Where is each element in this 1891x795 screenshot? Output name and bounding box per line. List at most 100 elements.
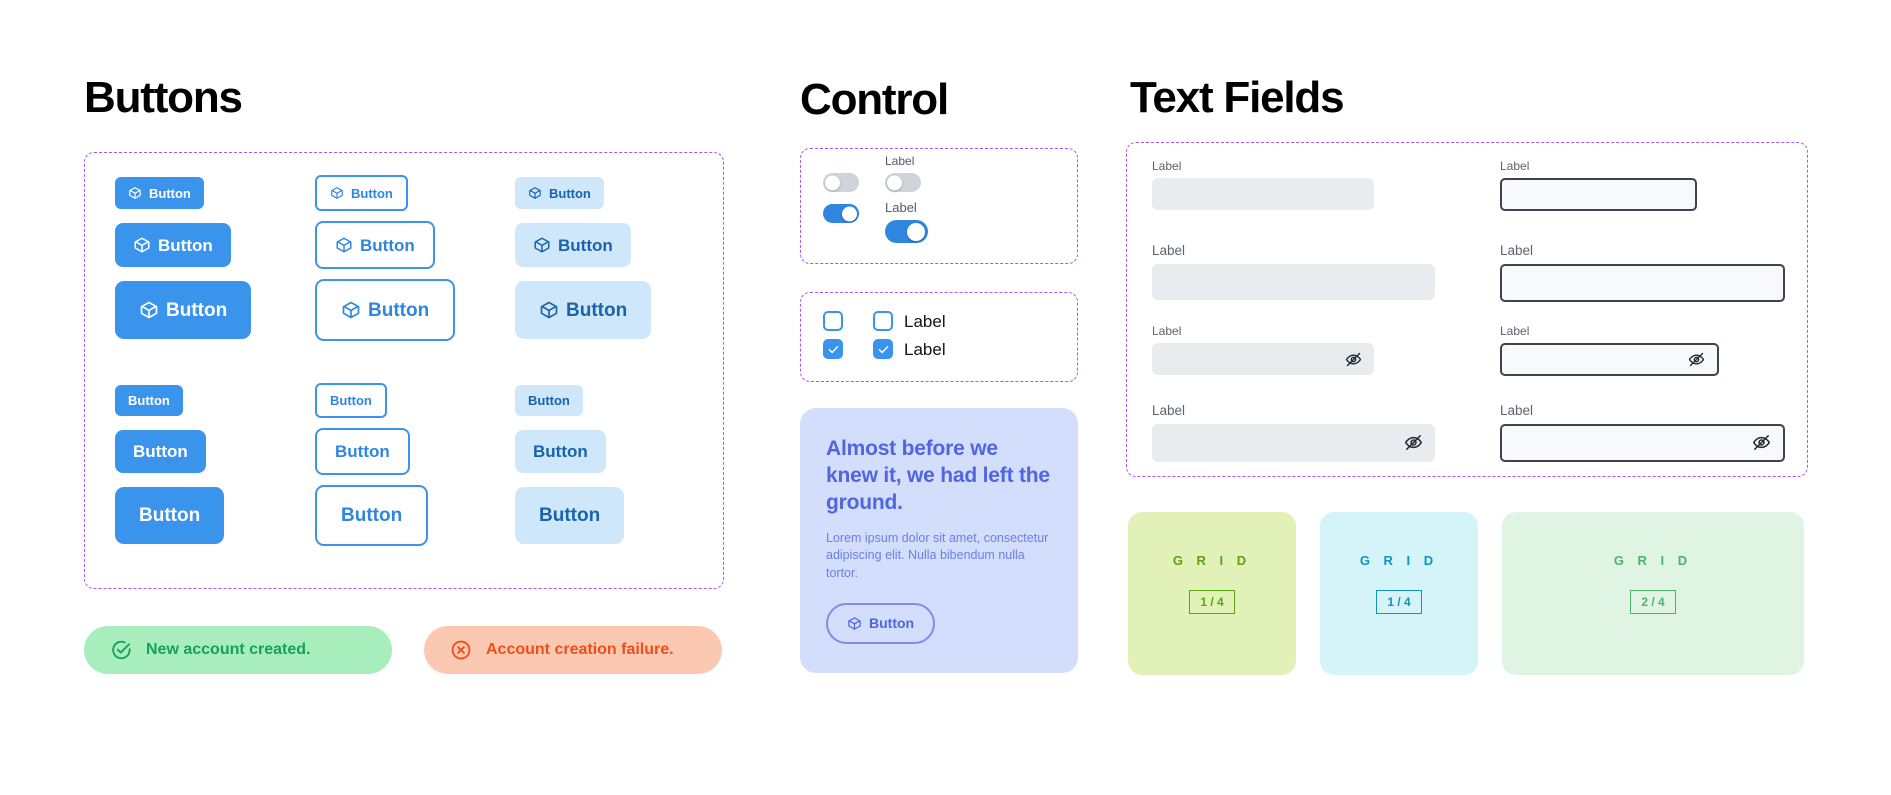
- text-field-5: Label: [1500, 160, 1697, 211]
- button-soft-large-icon[interactable]: Button: [515, 281, 652, 339]
- text-field-input[interactable]: [1152, 178, 1374, 210]
- grid-fraction: 1 / 4: [1189, 590, 1235, 614]
- checkbox-unchecked[interactable]: [823, 311, 843, 331]
- button-outline-large[interactable]: Button: [315, 485, 429, 546]
- cell: Button: [515, 430, 695, 473]
- text-field-input[interactable]: [1500, 178, 1697, 211]
- cell: Button: [315, 221, 515, 269]
- text-field-7: Label: [1500, 325, 1719, 376]
- cube-icon: [128, 186, 142, 200]
- check-circle-icon: [110, 639, 132, 661]
- toggle-knob: [825, 175, 840, 190]
- button-outline-small-icon[interactable]: Button: [315, 175, 408, 211]
- grid-card-3: G R I D 2 / 4: [1502, 512, 1804, 675]
- cube-icon: [139, 300, 159, 320]
- button-label: Button: [566, 299, 628, 321]
- text-field-label: Label: [1500, 243, 1534, 258]
- text-field-input[interactable]: [1500, 263, 1785, 302]
- checkbox-row: [823, 339, 843, 359]
- eye-off-icon[interactable]: [1752, 433, 1771, 452]
- button-soft-small-icon[interactable]: Button: [515, 177, 604, 209]
- toggles-frame: Label Label: [800, 148, 1078, 264]
- button-soft-large[interactable]: Button: [515, 487, 625, 544]
- checkbox-row[interactable]: Label: [873, 311, 946, 331]
- checkbox-column-unlabeled: [823, 311, 843, 359]
- cell: Button: [115, 177, 315, 209]
- section-title-text-fields: Text Fields: [1130, 73, 1345, 122]
- checkbox-unchecked[interactable]: [873, 311, 893, 331]
- toggle-knob: [842, 206, 857, 221]
- text-field-input[interactable]: [1500, 423, 1785, 462]
- button-label: Button: [341, 505, 403, 526]
- button-filled-small-icon[interactable]: Button: [115, 177, 204, 209]
- text-field-input[interactable]: [1152, 343, 1374, 375]
- button-soft-medium[interactable]: Button: [515, 430, 606, 473]
- section-title-buttons: Buttons: [84, 73, 243, 122]
- section-title-control: Control: [800, 75, 949, 124]
- button-label: Button: [149, 185, 191, 201]
- eye-off-icon[interactable]: [1345, 351, 1362, 368]
- button-filled-large-icon[interactable]: Button: [115, 281, 252, 339]
- text-field-label: Label: [1500, 403, 1534, 418]
- cell: Button: [315, 485, 515, 546]
- button-filled-medium[interactable]: Button: [115, 430, 206, 473]
- eye-off-icon[interactable]: [1688, 351, 1705, 368]
- buttons-frame: Button Button Button Button: [84, 152, 724, 589]
- button-label: Button: [158, 235, 213, 255]
- button-outline-small[interactable]: Button: [315, 383, 387, 418]
- text-field-3: Label: [1152, 325, 1374, 375]
- toggle-off[interactable]: [823, 173, 859, 192]
- promo-button[interactable]: Button: [826, 602, 936, 644]
- toggle-label: Label: [885, 154, 915, 168]
- button-label: Button: [360, 235, 415, 255]
- text-field-label: Label: [1152, 159, 1182, 173]
- text-field-input[interactable]: [1152, 263, 1435, 300]
- cube-icon: [341, 300, 361, 320]
- grid-fraction: 2 / 4: [1630, 590, 1676, 614]
- checkbox-label: Label: [904, 311, 946, 331]
- button-outline-large-icon[interactable]: Button: [315, 279, 456, 341]
- grid-word: G R I D: [1359, 553, 1439, 568]
- cube-icon: [335, 236, 353, 254]
- alert-message: New account created.: [146, 641, 311, 658]
- button-filled-large[interactable]: Button: [115, 487, 225, 544]
- button-label: Button: [539, 505, 601, 526]
- grid-spacer: [115, 351, 695, 373]
- toggle-on[interactable]: [823, 204, 859, 223]
- text-fields-frame: [1126, 142, 1808, 477]
- toggle-column-labeled: Label Label: [885, 155, 928, 243]
- cube-icon: [330, 186, 344, 200]
- button-label: Button: [549, 185, 591, 201]
- buttons-grid: Button Button Button Button: [115, 175, 695, 546]
- button-outline-medium-icon[interactable]: Button: [315, 221, 435, 269]
- text-field-8: Label: [1500, 404, 1785, 462]
- cell: Button: [515, 487, 695, 544]
- grid-word: G R I D: [1613, 553, 1693, 568]
- button-label: Button: [528, 393, 570, 408]
- toggle-labeled-off[interactable]: [885, 173, 921, 192]
- button-label: Button: [351, 185, 393, 201]
- cube-icon: [133, 236, 151, 254]
- checkbox-checked[interactable]: [873, 339, 893, 359]
- checkbox-row[interactable]: Label: [873, 339, 946, 359]
- toggle-labeled-on[interactable]: [885, 220, 928, 243]
- toggle-group-on: Label: [885, 201, 928, 243]
- cell: Button: [515, 177, 695, 209]
- text-field-input[interactable]: [1500, 343, 1719, 376]
- button-filled-medium-icon[interactable]: Button: [115, 223, 231, 267]
- button-label: Button: [368, 299, 430, 321]
- button-filled-small[interactable]: Button: [115, 385, 183, 416]
- button-outline-medium[interactable]: Button: [315, 428, 410, 475]
- text-field-input[interactable]: [1152, 423, 1435, 462]
- checkbox-checked[interactable]: [823, 339, 843, 359]
- promo-title: Almost before we knew it, we had left th…: [826, 437, 1050, 514]
- cube-icon: [847, 616, 862, 631]
- eye-off-icon[interactable]: [1404, 433, 1423, 452]
- alert-success: New account created.: [84, 626, 392, 674]
- checkbox-column-labeled: Label Label: [873, 311, 946, 359]
- button-label: Button: [166, 299, 228, 321]
- grid-word: G R I D: [1172, 553, 1252, 568]
- button-soft-small[interactable]: Button: [515, 385, 583, 416]
- button-soft-medium-icon[interactable]: Button: [515, 223, 631, 267]
